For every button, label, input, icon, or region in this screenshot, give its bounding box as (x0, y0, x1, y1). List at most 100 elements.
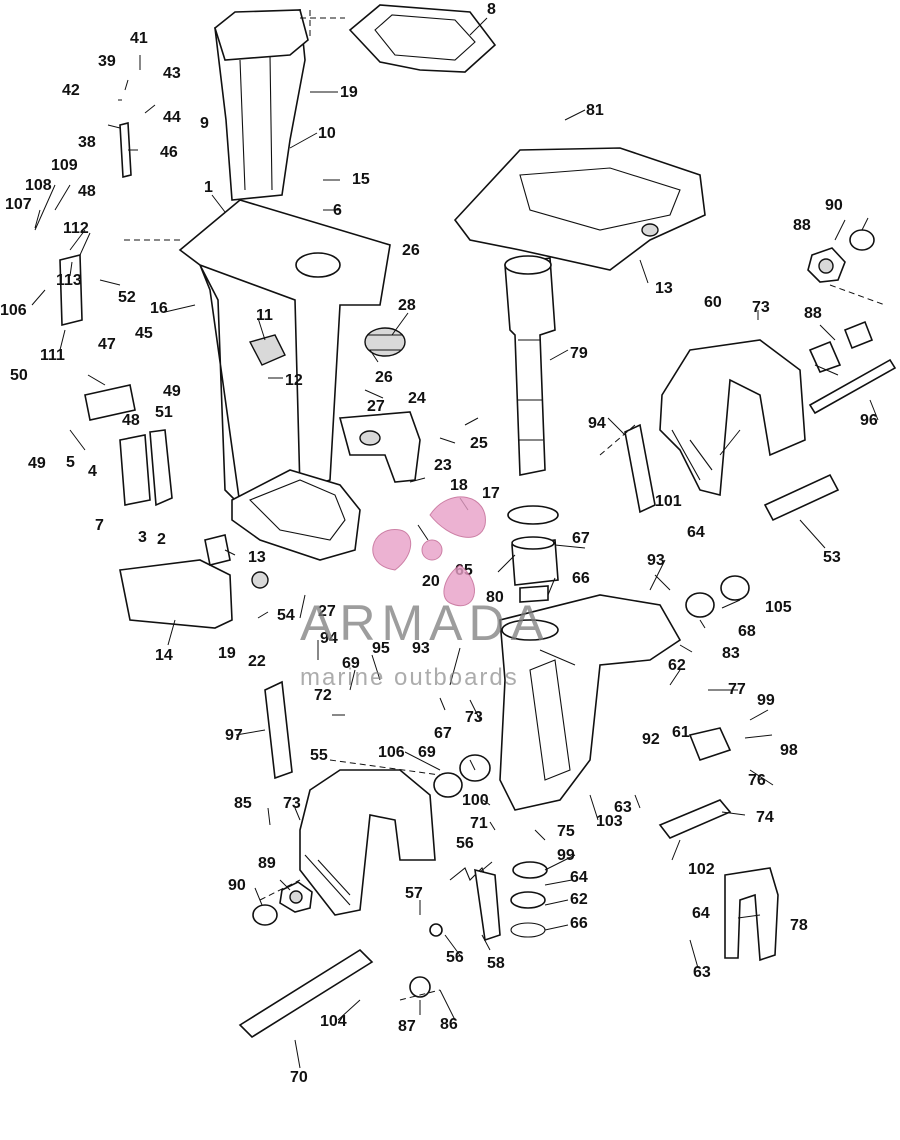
callout-73: 73 (752, 299, 770, 316)
part-upper-mount (453, 147, 706, 271)
callout-28: 28 (398, 297, 416, 314)
part-bushings (507, 505, 559, 603)
logo-blade-left (372, 529, 412, 571)
callout-38: 48 (122, 412, 140, 429)
logo-blade-right (443, 564, 475, 607)
watermark-brand: ARMADA (300, 595, 550, 651)
armada-watermark: ARMADA marine outboards (300, 496, 550, 691)
callout-78: 78 (790, 917, 808, 934)
callout-109: 108 (25, 177, 52, 194)
part-clamp-bar (238, 948, 374, 1039)
callout-105: 104 (320, 1013, 347, 1030)
part-rings (510, 861, 548, 938)
callout-55: 62 (668, 657, 686, 674)
callout-98: 98 (780, 742, 798, 759)
callout-9: 9 (200, 115, 209, 132)
part-trail-support (724, 867, 779, 962)
callout-33: 43 (163, 65, 181, 82)
callout-102: 101 (655, 493, 682, 510)
callout-26: 26 (375, 369, 393, 386)
watermark-tagline: marine outboards (300, 664, 519, 691)
callout-100: 99 (557, 847, 575, 864)
part-nut-cap-left (252, 881, 313, 926)
callout-75: 75 (557, 823, 575, 840)
callout-107: 106 (0, 302, 27, 319)
callout-70: 71 (470, 815, 488, 832)
part-spring-arm (449, 867, 501, 942)
callout-46: 53 (823, 549, 841, 566)
part-tilt-tube (763, 473, 840, 522)
callout-83: 83 (722, 645, 740, 662)
callout-11: 11 (256, 307, 273, 324)
callout-8: 8 (487, 1, 496, 18)
callout-80: 80 (486, 589, 504, 606)
callout-76: 76 (748, 772, 766, 789)
callout-94b: 94 (320, 630, 338, 647)
part-rubber-mount (248, 334, 286, 366)
callout-24: 24 (408, 390, 426, 407)
callout-12: 12 (285, 372, 303, 389)
callout-99: 99 (757, 692, 775, 709)
callout-7: 7 (95, 517, 104, 534)
callout-54: 61 (672, 724, 690, 741)
callout-39: 49 (163, 383, 181, 400)
callout-65: 67 (434, 725, 452, 742)
callout-81: 81 (586, 102, 604, 119)
part-tilt-link-left (264, 680, 293, 780)
callout-41: 48 (78, 183, 96, 200)
callout-74: 74 (756, 809, 774, 826)
callout-22: 22 (248, 653, 266, 670)
callout-104: 103 (596, 813, 623, 830)
callout-29: 38 (78, 134, 96, 151)
callout-27: 27 (367, 398, 385, 415)
callout-108: 107 (5, 196, 32, 213)
callout-71: 72 (314, 687, 332, 704)
callout-103: 102 (688, 861, 715, 878)
callout-1: 1 (204, 179, 213, 196)
callout-88b: 89 (258, 855, 276, 872)
callout-69: 70 (290, 1069, 308, 1086)
callout-84: 85 (234, 795, 252, 812)
part-tilt-link-right (624, 423, 656, 514)
callout-93: 93 (647, 552, 665, 569)
part-gasket-top (348, 4, 497, 73)
callout-61: 63 (614, 799, 632, 816)
part-spacers (808, 320, 874, 373)
callout-35: 45 (135, 325, 153, 342)
callout-42: 49 (28, 455, 46, 472)
callout-44: 51 (155, 404, 173, 421)
callout-32: 42 (62, 82, 80, 99)
callout-13: 13 (655, 280, 673, 297)
callout-111: 111 (40, 347, 65, 364)
callout-14: 13 (248, 549, 266, 566)
callout-59: 66 (570, 915, 588, 932)
callout-6: 6 (333, 202, 342, 219)
callout-20: 20 (422, 573, 440, 590)
part-bushing-washers (433, 575, 750, 798)
callout-17: 14 (155, 647, 173, 664)
part-lower-cover (119, 559, 233, 629)
part-stern-bracket-right (659, 339, 806, 497)
callout-58: 64 (570, 869, 588, 886)
callout-87: 88 (804, 305, 822, 322)
callout-30: 39 (98, 53, 116, 70)
callout-72: 73 (465, 709, 483, 726)
callout-34: 44 (163, 109, 181, 126)
part-swivel-bracket (499, 594, 682, 811)
part-nut-cap-right (807, 229, 875, 283)
callout-86: 87 (398, 1018, 416, 1035)
callout-23: 23 (434, 457, 452, 474)
part-small-hardware (59, 121, 443, 998)
callout-18: 17 (482, 485, 500, 502)
callout-15: 15 (352, 171, 370, 188)
propeller-logo (372, 496, 486, 607)
callout-68: 69 (342, 655, 360, 672)
callout-77: 77 (728, 681, 746, 698)
callout-73b: 73 (283, 795, 301, 812)
callout-57: 64 (692, 905, 710, 922)
callout-19: 18 (450, 477, 468, 494)
callout-labels: 8 19 9 10 1 15 6 41 39 43 42 44 38 46 10… (0, 1, 878, 1086)
callout-93b: 93 (412, 640, 430, 657)
callout-92: 92 (642, 731, 660, 748)
callout-50: 56 (446, 949, 464, 966)
